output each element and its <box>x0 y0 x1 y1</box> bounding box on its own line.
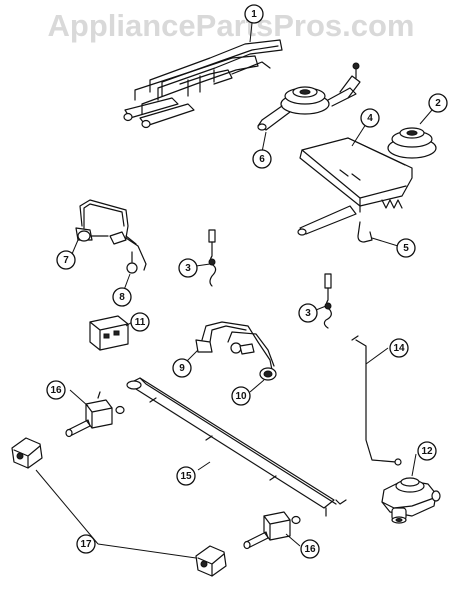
callout-7: 7 <box>56 250 76 270</box>
thermocouple-harness-left <box>75 199 147 274</box>
callout-label: 6 <box>259 154 265 165</box>
burner-head-left <box>257 62 361 131</box>
callout-label: 2 <box>435 98 441 109</box>
callout-8: 8 <box>112 287 132 307</box>
burner-valve-bottom <box>243 511 301 550</box>
burner-head-right <box>387 127 437 159</box>
burner-tube-assembly <box>123 39 283 129</box>
callout-label: 11 <box>135 317 146 328</box>
callout-label: 15 <box>180 471 192 482</box>
callout-label: 3 <box>185 263 191 274</box>
manifold-pipe <box>126 377 347 517</box>
callout-label: 16 <box>50 385 62 396</box>
callout-label: 14 <box>393 343 405 354</box>
callout-1: 1 <box>244 4 264 24</box>
thermocouple-harness-center <box>195 321 277 381</box>
spark-electrode-left <box>208 229 217 287</box>
control-knob-lower <box>195 545 227 577</box>
callout-label: 4 <box>367 113 373 124</box>
callout-15: 15 <box>176 466 196 486</box>
callout-4: 4 <box>360 108 380 128</box>
callout-label: 7 <box>63 255 69 266</box>
callout-label: 10 <box>235 391 247 402</box>
callout-11: 11 <box>130 312 150 332</box>
callout-17: 17 <box>76 534 96 554</box>
callout-3-left: 3 <box>178 258 198 278</box>
callout-6: 6 <box>252 149 272 169</box>
callout-label: 8 <box>119 292 125 303</box>
callout-3-right: 3 <box>298 303 318 323</box>
callout-16-bottom: 16 <box>300 539 320 559</box>
leader-lines <box>35 22 433 559</box>
callout-14: 14 <box>389 338 409 358</box>
callout-label: 16 <box>304 544 316 555</box>
callout-label: 1 <box>251 9 257 20</box>
spark-module <box>89 315 129 351</box>
callout-16-top: 16 <box>46 380 66 400</box>
callout-5: 5 <box>396 238 416 258</box>
control-knob-upper <box>11 437 43 469</box>
callout-label: 5 <box>403 243 409 254</box>
burner-valve-top <box>65 391 125 438</box>
pressure-regulator <box>381 477 441 524</box>
callout-label: 9 <box>179 363 185 374</box>
callout-label: 12 <box>421 446 433 457</box>
callout-label: 17 <box>80 539 92 550</box>
gas-tube <box>351 335 402 466</box>
callout-10: 10 <box>231 386 251 406</box>
watermark-text: AppliancePartsPros.com <box>48 8 415 43</box>
spring-clip <box>357 221 373 243</box>
callout-label: 3 <box>305 308 311 319</box>
spark-electrode-right <box>323 273 332 329</box>
callout-2: 2 <box>428 93 448 113</box>
callout-9: 9 <box>172 358 192 378</box>
burner-bracket <box>297 137 413 236</box>
callout-12: 12 <box>417 441 437 461</box>
